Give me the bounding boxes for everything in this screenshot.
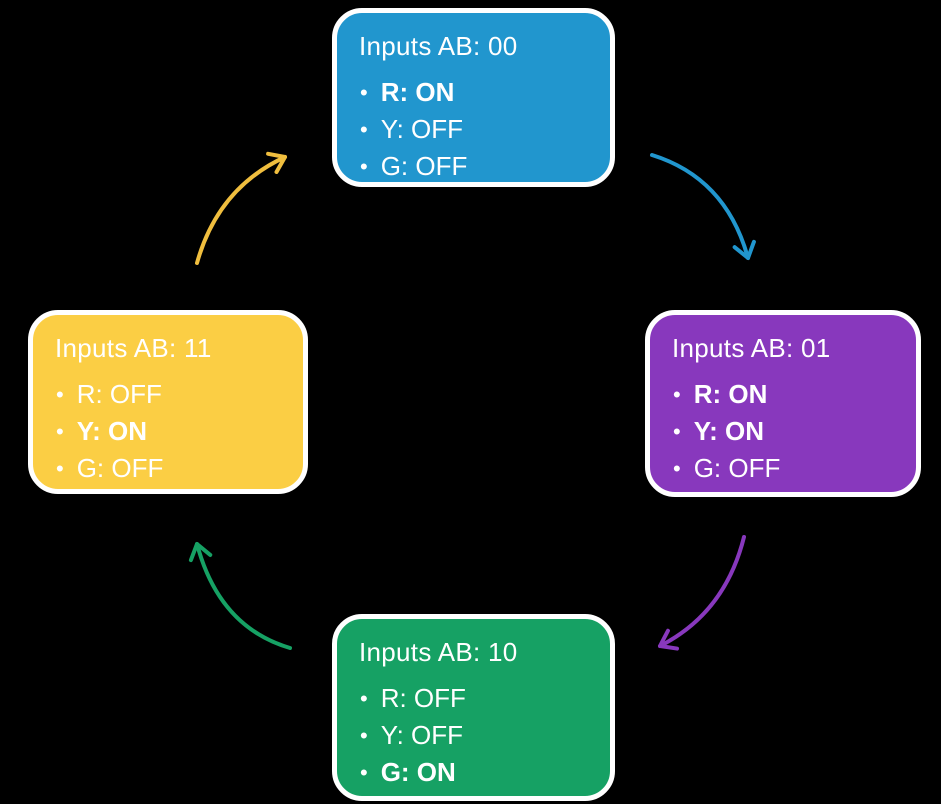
arrow-11-to-00 [195, 151, 287, 265]
output-line: • Y: ON [670, 413, 896, 450]
bullet-icon: • [360, 79, 368, 105]
output-line: • G: OFF [357, 148, 590, 185]
output-label: R: OFF [380, 683, 466, 713]
bullet-icon: • [56, 381, 64, 407]
state-node-00: Inputs AB: 00 • R: ON • Y: OFF • G: OFF [332, 8, 615, 187]
state-node-01: Inputs AB: 01 • R: ON • Y: ON • G: OFF [645, 310, 921, 497]
output-line: • R: OFF [53, 376, 283, 413]
output-label: R: ON [693, 379, 768, 409]
state-title: Inputs AB: 11 [55, 333, 212, 363]
output-line: • R: ON [357, 74, 590, 111]
output-label: G: OFF [380, 151, 468, 181]
output-label: Y: OFF [380, 114, 464, 144]
bullet-icon: • [360, 153, 368, 179]
output-line: • G: OFF [670, 450, 896, 487]
bullet-icon: • [56, 418, 64, 444]
state-node-10: Inputs AB: 10 • R: OFF • Y: OFF • G: ON [332, 614, 615, 801]
bullet-icon: • [360, 685, 368, 711]
bullet-icon: • [673, 418, 681, 444]
output-label: G: OFF [76, 453, 164, 483]
output-line: • Y: OFF [357, 111, 590, 148]
output-label: G: OFF [693, 453, 781, 483]
bullet-icon: • [360, 759, 368, 785]
output-line: • R: ON [670, 376, 896, 413]
output-label: Y: OFF [380, 720, 464, 750]
state-node-11: Inputs AB: 11 • R: OFF • Y: ON • G: OFF [28, 310, 308, 494]
output-line: • Y: ON [53, 413, 283, 450]
state-title: Inputs AB: 00 [359, 31, 518, 61]
output-line: • G: OFF [53, 450, 283, 487]
arrow-01-to-10 [658, 535, 746, 651]
bullet-icon: • [360, 116, 368, 142]
state-title: Inputs AB: 01 [672, 333, 831, 363]
output-label: R: ON [380, 77, 455, 107]
arrow-10-to-11 [188, 542, 292, 650]
state-title: Inputs AB: 10 [359, 637, 518, 667]
output-line: • G: ON [357, 754, 590, 791]
bullet-icon: • [673, 381, 681, 407]
output-line: • R: OFF [357, 680, 590, 717]
bullet-icon: • [360, 722, 368, 748]
output-label: R: OFF [76, 379, 162, 409]
output-label: Y: ON [693, 416, 764, 446]
bullet-icon: • [56, 455, 64, 481]
output-line: • Y: OFF [357, 717, 590, 754]
output-label: G: ON [380, 757, 456, 787]
bullet-icon: • [673, 455, 681, 481]
output-label: Y: ON [76, 416, 147, 446]
arrow-00-to-01 [650, 153, 756, 260]
